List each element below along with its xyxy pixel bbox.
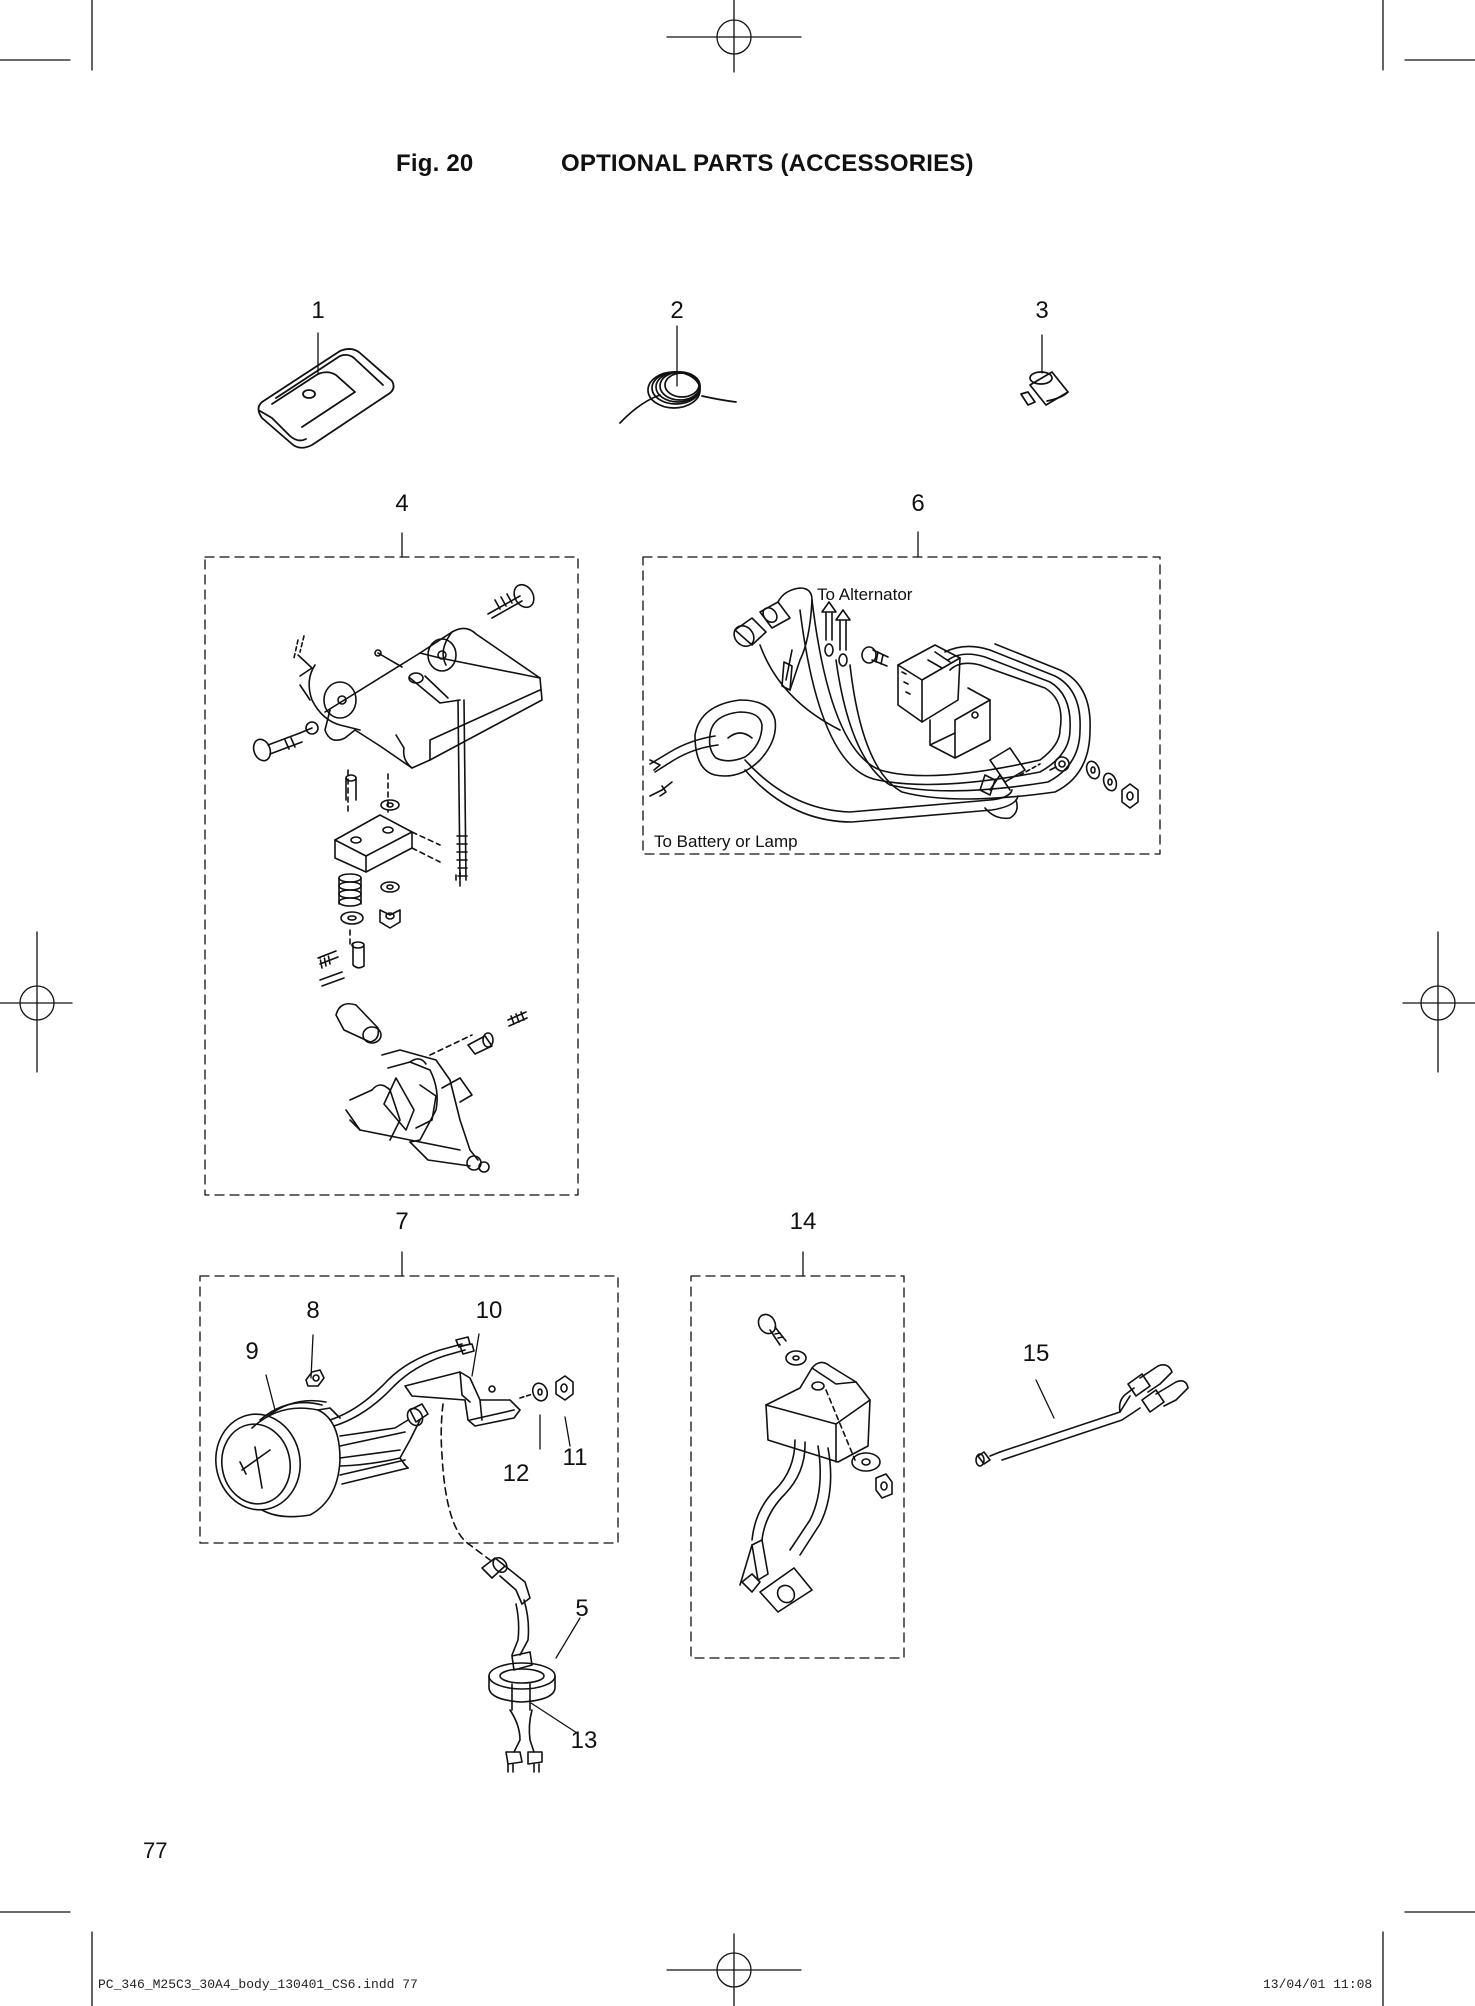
callout-5: 5 [575, 1595, 589, 1622]
leader-lines [265, 325, 1055, 1734]
part-rectifier-harness [649, 587, 1139, 823]
group-boxes [199, 556, 1161, 1659]
callout-12: 12 [502, 1460, 530, 1487]
part-bracket-assembly [252, 583, 543, 1173]
part-wire-coil [619, 371, 737, 424]
figure-number: Fig. 20 [396, 150, 474, 177]
callout-14: 14 [789, 1208, 817, 1235]
registration-mark-right [1402, 931, 1475, 1073]
callout-13: 13 [570, 1727, 598, 1754]
callout-3: 3 [1035, 297, 1049, 324]
callout-11: 11 [562, 1444, 588, 1471]
registration-mark-bottom [666, 1933, 802, 2006]
part-plug [1020, 371, 1069, 406]
part-pouch [257, 348, 395, 449]
callout-4: 4 [395, 490, 409, 517]
callout-7: 7 [395, 1208, 409, 1235]
callout-1: 1 [311, 297, 325, 324]
date-slug: 13/04/01 11:08 [1263, 1977, 1373, 1992]
file-slug: PC_346_M25C3_30A4_body_130401_CS6.indd 7… [98, 1977, 418, 1992]
note-to-battery-or-lamp: To Battery or Lamp [654, 832, 798, 851]
part-rectifier-unit [739, 1313, 893, 1613]
part-pickup-lead [481, 1556, 556, 1773]
part-connector-lead [975, 1364, 1189, 1467]
callout-15: 15 [1022, 1340, 1050, 1367]
callout-6: 6 [911, 490, 925, 517]
figure-title: OPTIONAL PARTS (ACCESSORIES) [561, 150, 974, 177]
callout-8: 8 [306, 1297, 320, 1324]
registration-mark-left [0, 931, 73, 1073]
registration-mark-top [666, 0, 802, 73]
callout-9: 9 [245, 1338, 259, 1365]
page-number: 77 [143, 1838, 168, 1863]
callout-10: 10 [475, 1297, 503, 1324]
callout-2: 2 [670, 297, 684, 324]
note-to-alternator: To Alternator [817, 585, 913, 604]
part-tachometer-kit [215, 1336, 574, 1561]
